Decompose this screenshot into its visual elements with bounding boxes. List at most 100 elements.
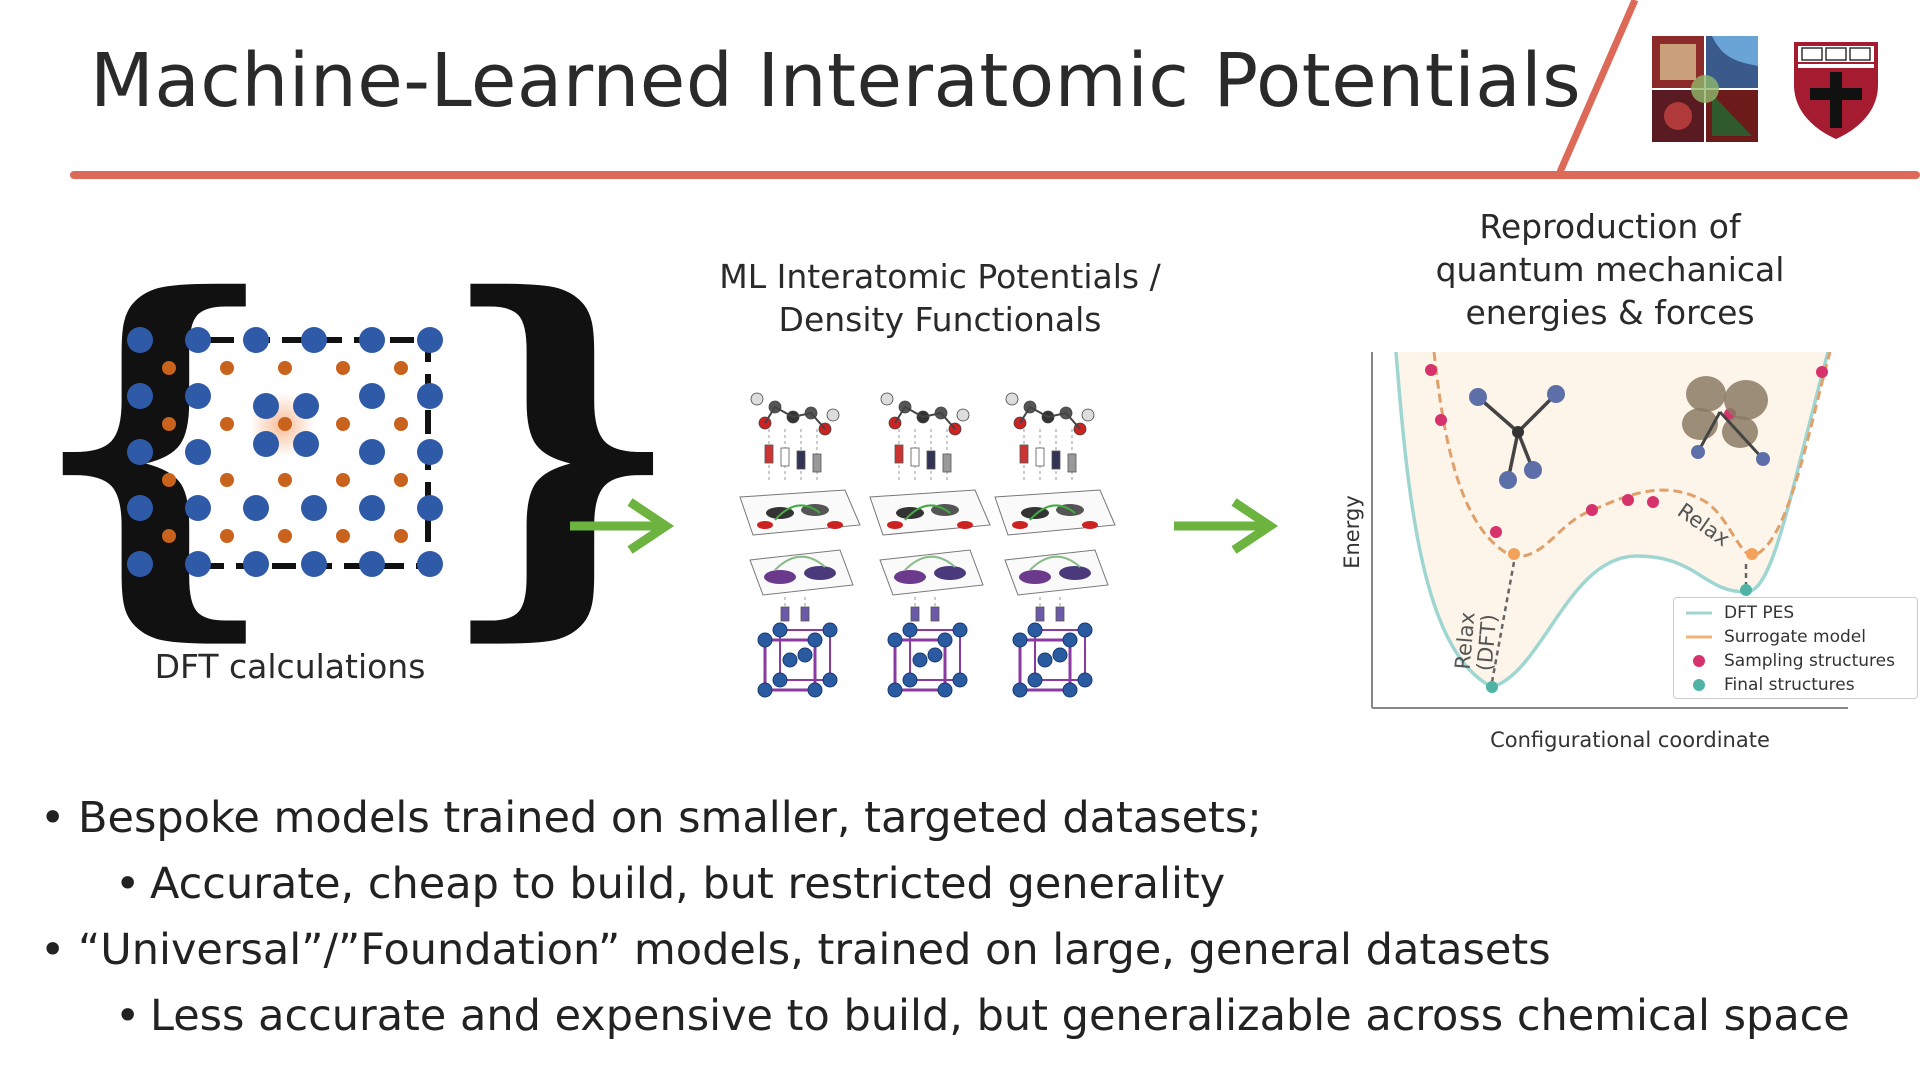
small-atom bbox=[336, 473, 350, 487]
small-atom bbox=[336, 361, 350, 375]
large-atom bbox=[127, 551, 153, 577]
large-atom bbox=[359, 327, 385, 353]
crystal-atom bbox=[1078, 623, 1092, 637]
crystal-atom bbox=[823, 623, 837, 637]
crystal-atom bbox=[1028, 623, 1042, 637]
right-arrow-icon bbox=[568, 496, 678, 556]
large-atom bbox=[293, 393, 319, 419]
sampling-structure-point bbox=[1622, 494, 1634, 506]
molecule-atom bbox=[1082, 409, 1094, 421]
crystal-atom bbox=[808, 683, 822, 697]
right-arrow-icon bbox=[1172, 496, 1282, 556]
small-atom bbox=[278, 361, 292, 375]
crystal-structure bbox=[888, 623, 967, 697]
large-atom bbox=[301, 495, 327, 521]
small-atom bbox=[394, 473, 408, 487]
molecule-atom bbox=[881, 393, 893, 405]
crystal-structure bbox=[758, 623, 837, 697]
small-atom bbox=[336, 417, 350, 431]
molecule-atom bbox=[751, 393, 763, 405]
legend-swatch bbox=[1684, 626, 1714, 648]
small-atom bbox=[278, 473, 292, 487]
qm-caption-line1: Reproduction of bbox=[1380, 205, 1840, 248]
large-atom bbox=[243, 327, 269, 353]
header-decoration bbox=[0, 0, 1920, 180]
dft-caption: DFT calculations bbox=[130, 645, 450, 688]
large-atom bbox=[417, 495, 443, 521]
large-atom bbox=[243, 495, 269, 521]
crystal-atom bbox=[1063, 683, 1077, 697]
crystal-atom bbox=[1013, 633, 1027, 647]
crystal-atom bbox=[928, 648, 942, 662]
crystal-atom bbox=[808, 633, 822, 647]
large-atom bbox=[417, 383, 443, 409]
small-atom bbox=[220, 361, 234, 375]
ml-caption-line1: ML Interatomic Potentials / bbox=[680, 255, 1200, 298]
crystal-atom bbox=[953, 673, 967, 687]
crystal-atom bbox=[798, 648, 812, 662]
large-atom bbox=[417, 551, 443, 577]
school-logo-icon bbox=[1652, 36, 1758, 142]
sampling-structure-point bbox=[1647, 496, 1659, 508]
legend-swatch bbox=[1684, 674, 1714, 696]
final-structure-point bbox=[1740, 584, 1752, 596]
bullet-text: Accurate, cheap to build, but restricted… bbox=[150, 851, 1225, 917]
molecule-atom bbox=[1006, 393, 1018, 405]
sampling-structure-point bbox=[1425, 364, 1437, 376]
final-structure-point bbox=[1486, 681, 1498, 693]
legend-label: Sampling structures bbox=[1724, 651, 1895, 671]
large-atom bbox=[253, 431, 279, 457]
ml-caption: ML Interatomic Potentials / Density Func… bbox=[680, 255, 1200, 341]
large-atom bbox=[359, 383, 385, 409]
bullet-text: “Universal”/”Foundation” models, trained… bbox=[78, 917, 1551, 983]
crystal-atom bbox=[953, 623, 967, 637]
crystal-atom bbox=[903, 673, 917, 687]
large-atom bbox=[417, 327, 443, 353]
small-atom bbox=[394, 361, 408, 375]
ml-column bbox=[870, 393, 990, 697]
crystal-atom bbox=[938, 683, 952, 697]
bullet-item: • Less accurate and expensive to build, … bbox=[40, 983, 1900, 1049]
large-atom bbox=[127, 327, 153, 353]
crystal-atom bbox=[1078, 673, 1092, 687]
small-atom bbox=[394, 417, 408, 431]
harvard-shield-icon bbox=[1792, 40, 1880, 140]
qm-caption-line3: energies & forces bbox=[1380, 291, 1840, 334]
large-atom bbox=[185, 439, 211, 465]
bullet-text: Bespoke models trained on smaller, targe… bbox=[78, 785, 1262, 851]
legend-swatch bbox=[1684, 602, 1714, 624]
ml-caption-line2: Density Functionals bbox=[680, 298, 1200, 341]
large-atom bbox=[417, 439, 443, 465]
bullet-item: • Bespoke models trained on smaller, tar… bbox=[40, 785, 1900, 851]
small-atom bbox=[394, 529, 408, 543]
large-atom bbox=[127, 383, 153, 409]
large-atom bbox=[359, 551, 385, 577]
legend-label: DFT PES bbox=[1724, 603, 1794, 623]
bullet-glyph: • bbox=[115, 983, 140, 1049]
legend-swatch bbox=[1684, 650, 1714, 672]
large-atom bbox=[127, 439, 153, 465]
header-rule bbox=[70, 171, 1920, 179]
large-atom bbox=[185, 551, 211, 577]
relax-dft-label: Relax (DFT) bbox=[1451, 611, 1502, 672]
crystal-atom bbox=[913, 653, 927, 667]
crystal-atom bbox=[903, 623, 917, 637]
large-atom bbox=[243, 551, 269, 577]
molecule-atom bbox=[827, 409, 839, 421]
crystal-atom bbox=[1013, 683, 1027, 697]
surrogate-minimum-point bbox=[1508, 548, 1520, 560]
sampling-structure-point bbox=[1490, 526, 1502, 538]
bullet-list: • Bespoke models trained on smaller, tar… bbox=[40, 785, 1900, 1049]
small-atom bbox=[220, 473, 234, 487]
crystal-atom bbox=[783, 653, 797, 667]
right-brace: } bbox=[435, 268, 686, 618]
legend-label: Final structures bbox=[1724, 675, 1855, 695]
bullet-glyph: • bbox=[115, 851, 140, 917]
crystal-atom bbox=[758, 633, 772, 647]
small-atom bbox=[278, 529, 292, 543]
surrogate-minimum-point bbox=[1746, 548, 1758, 560]
bullet-item: • Accurate, cheap to build, but restrict… bbox=[40, 851, 1900, 917]
bullet-glyph: • bbox=[40, 785, 65, 851]
crystal-atom bbox=[758, 683, 772, 697]
large-atom bbox=[127, 495, 153, 521]
